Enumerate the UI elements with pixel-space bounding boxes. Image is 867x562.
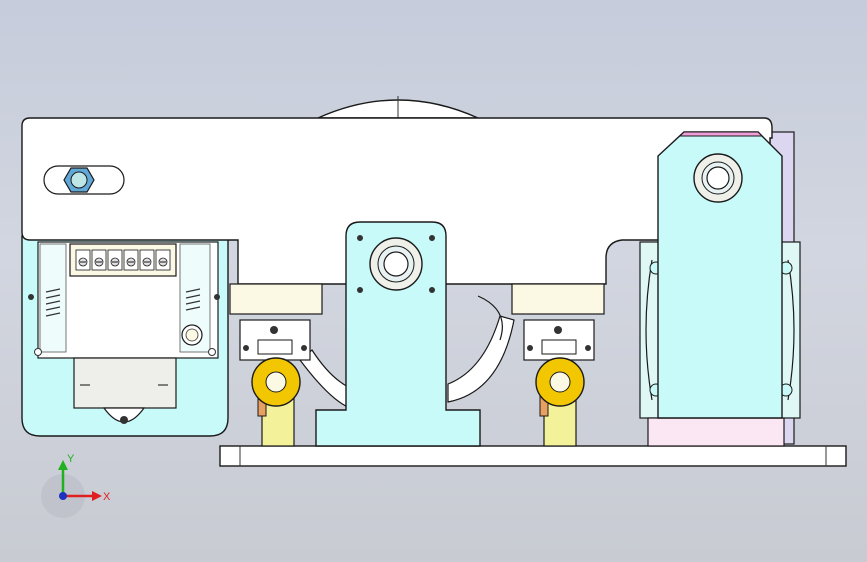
screw-icon (585, 345, 591, 351)
x-axis-label: X (103, 491, 111, 503)
screw-icon (243, 345, 249, 351)
pink-accent-strip (678, 131, 764, 137)
right-tall-bracket[interactable] (657, 131, 783, 419)
x-axis-arrow-head (92, 491, 102, 501)
screw-icon (301, 345, 307, 351)
right-limit-switch[interactable] (523, 319, 595, 361)
screw-icon (120, 416, 128, 424)
right-switch-mount[interactable] (511, 283, 605, 315)
y-axis-label: Y (67, 453, 75, 465)
screw-icon (357, 235, 363, 241)
knob-center (185, 328, 199, 342)
screw-icon (527, 345, 533, 351)
terminal-block[interactable] (69, 243, 177, 277)
roller-hub (265, 371, 287, 393)
screw-icon (214, 294, 220, 300)
screw-icon (34, 348, 42, 356)
screw-icon (554, 326, 562, 334)
vent-slots-left (45, 288, 61, 317)
shaft-bore (383, 251, 409, 277)
motor-base-block (647, 417, 785, 447)
screw-icon (208, 348, 216, 356)
left-switch-mount[interactable] (229, 283, 323, 315)
panel-inner-left-strip (39, 243, 67, 353)
screw-icon (429, 287, 435, 293)
electrical-box[interactable] (21, 235, 229, 437)
screw-icon (270, 326, 278, 334)
screw-icon (28, 294, 34, 300)
vent-slots-right (185, 288, 201, 311)
bolt-head (70, 171, 88, 189)
y-axis-arrow-head (58, 460, 68, 470)
top-plate[interactable] (21, 117, 773, 285)
screw-icon (429, 235, 435, 241)
guide-belt[interactable] (299, 295, 515, 409)
base-plate[interactable] (219, 445, 847, 467)
pulley-wheel[interactable] (317, 96, 479, 119)
coordinate-triad: X Y (41, 453, 111, 518)
left-limit-switch[interactable] (239, 319, 311, 361)
label-plate (73, 357, 177, 409)
center-bearing-bracket[interactable] (315, 221, 481, 447)
screw-icon (357, 287, 363, 293)
roller-hub (549, 371, 571, 393)
z-axis-dot (59, 492, 67, 500)
shaft-bore (706, 166, 730, 190)
